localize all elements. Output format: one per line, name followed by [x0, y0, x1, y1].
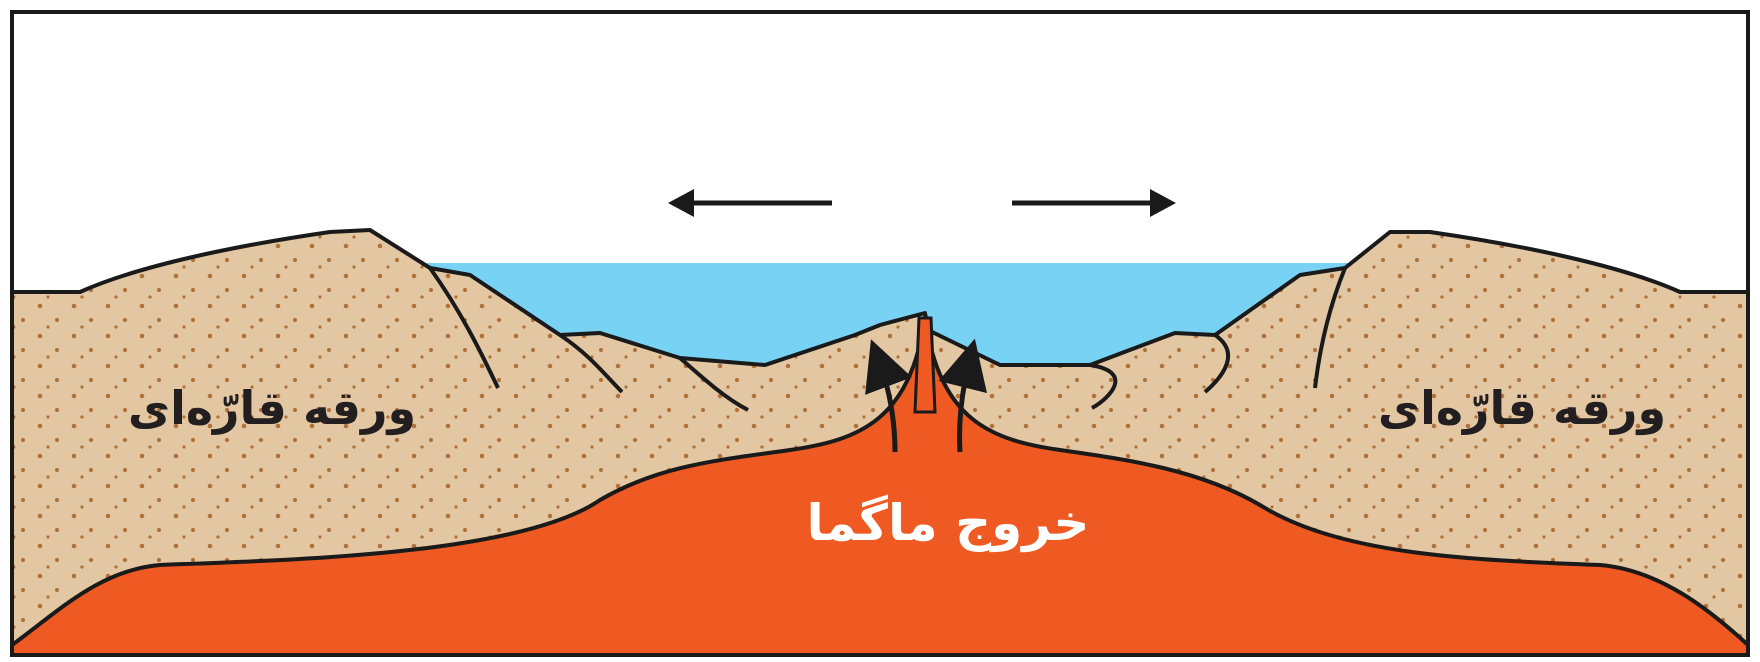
- magma-label: خروج ماگما: [807, 494, 1090, 553]
- plate-label-right: ورقه قارّه‌ای: [1378, 381, 1666, 435]
- plate-label-left: ورقه قارّه‌ای: [128, 381, 416, 435]
- magma-vent: [915, 318, 935, 412]
